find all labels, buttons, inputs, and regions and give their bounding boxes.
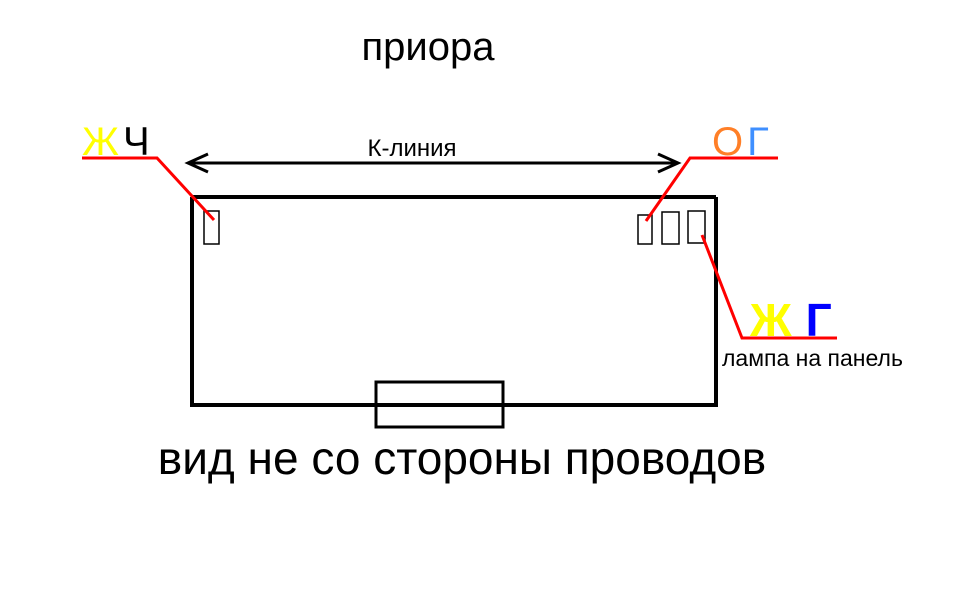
leader-lines: [82, 156, 837, 340]
right-bottom-wire-blue: Г: [806, 294, 832, 346]
pin-slot-right-3: [687, 210, 706, 244]
right-top-wire-light-blue: Г: [747, 120, 769, 164]
k-line-label: К-линия: [367, 135, 456, 162]
leader-right-top: [644, 156, 778, 222]
right-bottom-wire-yellow: Ж: [749, 294, 792, 346]
left-wire-black: Ч: [123, 120, 150, 164]
connector-body: [190, 195, 718, 407]
leader-left: [82, 156, 216, 222]
view-caption: вид не со стороны проводов: [158, 432, 766, 484]
lamp-label: лампа на панель: [722, 345, 903, 371]
diagram-title: приора: [362, 25, 496, 69]
k-line-arrow: [184, 152, 682, 174]
pin-slot-left: [203, 210, 220, 245]
pin-slot-right-1: [637, 214, 653, 245]
pin-slots: [203, 210, 706, 245]
connector-latch: [374, 380, 505, 429]
right-top-wire-orange: О: [712, 120, 743, 164]
pin-slot-right-2: [661, 211, 680, 245]
leader-right-bottom: [700, 234, 837, 340]
left-wire-yellow: Ж: [82, 120, 119, 164]
